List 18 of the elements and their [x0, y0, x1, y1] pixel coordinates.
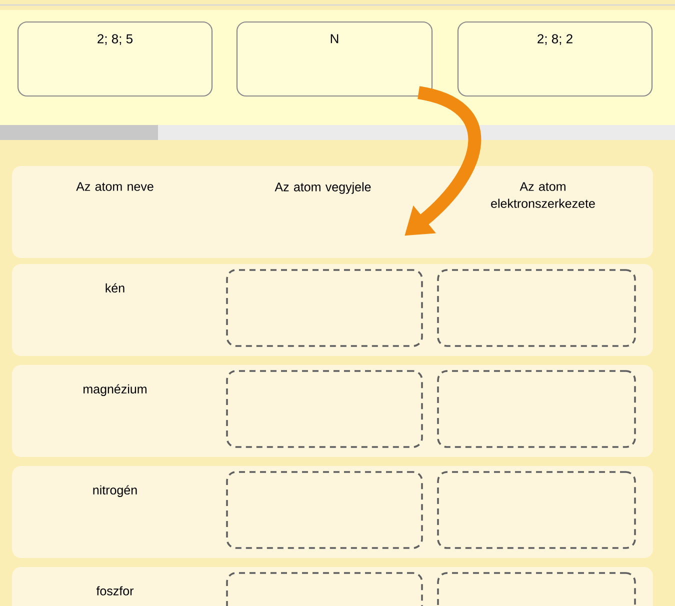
table-row: foszfor: [12, 567, 653, 606]
table-row: magnézium: [12, 365, 653, 457]
column-header: Az atom neve: [76, 182, 154, 191]
column-header: Az atom elektronszerkezete: [491, 182, 595, 208]
drop-box: [437, 471, 636, 549]
drop-box: [437, 370, 636, 448]
table-row: nitrogén: [12, 466, 653, 558]
answer-tile: N: [236, 21, 433, 97]
drop-box: [226, 370, 423, 448]
drop-box: [226, 269, 423, 347]
drop-box: [437, 269, 636, 347]
table-row: kén: [12, 264, 653, 356]
answer-tile: 2; 8; 2: [457, 21, 653, 97]
column-header: Az atom vegyjele: [274, 182, 371, 194]
drop-box: [437, 572, 636, 606]
answer-tile: 2; 8; 5: [17, 21, 213, 97]
drop-box: [226, 572, 423, 606]
drop-box: [226, 471, 423, 549]
